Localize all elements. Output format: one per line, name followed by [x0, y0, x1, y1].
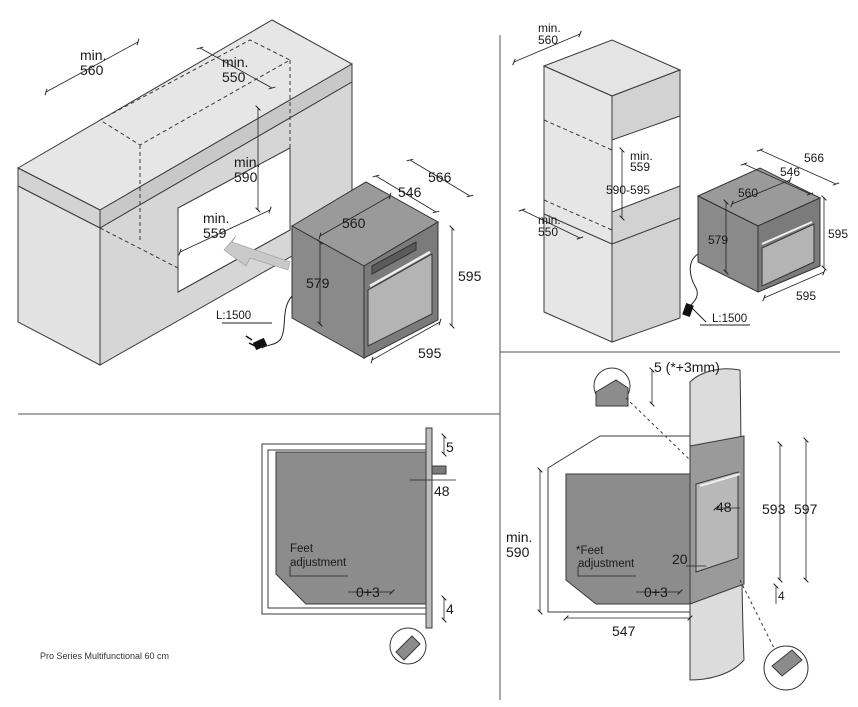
tr-oven-depth-2: 546 — [780, 165, 800, 179]
tr-cable-length: L:1500 — [712, 313, 747, 325]
bl-dimension-lines — [289, 433, 456, 623]
tl-oven-width: 595 — [418, 345, 442, 361]
br-feet-label-2: adjustment — [578, 558, 635, 570]
br-oven-body — [565, 473, 691, 605]
power-cable-right — [689, 253, 750, 326]
br-top-gap: 5 (*+3mm) — [654, 359, 720, 375]
tl-cut-depth-2: 559 — [203, 225, 227, 241]
tl-min-label-2: min. — [222, 54, 248, 70]
tl-cut-width: 560 — [80, 62, 104, 78]
bl-niche-outline — [261, 443, 430, 615]
plug-icon-right — [682, 302, 694, 318]
br-height-1: 593 — [762, 501, 786, 517]
tl-min-label: min. — [80, 47, 106, 63]
tl-dimension-lines — [44, 38, 474, 364]
tl-cut-height: 590 — [234, 169, 258, 185]
br-min-height: 590 — [506, 544, 530, 560]
bl-labels: 5 48 Feet adjustment 0+3 4 — [290, 439, 454, 617]
br-min-label: min. — [506, 529, 532, 545]
tl-min-label-3: min. — [234, 154, 260, 170]
tr-oven-height: 595 — [828, 227, 848, 241]
tr-oven-width: 595 — [796, 289, 816, 303]
tl-oven-inner-height: 579 — [306, 275, 330, 291]
tr-oven-inner-height: 579 — [708, 233, 728, 247]
tr-cut-depth: 559 — [630, 160, 650, 174]
tl-cable-length: L:1500 — [216, 310, 251, 322]
br-offset: 48 — [716, 499, 732, 515]
bl-gap-top: 5 — [446, 439, 454, 455]
br-depth: 547 — [612, 623, 636, 639]
tr-col-width: 560 — [538, 33, 558, 47]
tl-labels: min. 560 min. 550 min. 590 min. 559 566 … — [80, 47, 482, 361]
bl-feet-label-2: adjustment — [290, 557, 347, 569]
tr-oven-inner-width: 560 — [738, 186, 758, 200]
tr-min-label-3: min. — [538, 213, 561, 227]
bl-front-panel — [425, 427, 433, 629]
panel-dividers — [18, 35, 840, 700]
oven-isometric-right — [696, 167, 822, 293]
bl-oven-body — [275, 451, 427, 605]
tr-oven-depth: 566 — [804, 151, 824, 165]
tl-min-label-4: min. — [203, 210, 229, 226]
tr-dimension-lines — [512, 30, 840, 302]
bl-offset: 48 — [434, 483, 450, 499]
tr-min-label-2: min. — [630, 149, 653, 163]
tl-oven-depth: 566 — [428, 169, 452, 185]
bl-feet-range: 0+3 — [356, 584, 380, 600]
bl-gap-bottom: 4 — [446, 601, 454, 617]
model-caption: Pro Series Multifunctional 60 cm — [40, 651, 169, 661]
br-section — [547, 367, 809, 691]
br-feet-range: 0+3 — [644, 584, 668, 600]
tl-cut-depth: 550 — [222, 69, 246, 85]
tl-oven-height: 595 — [458, 268, 482, 284]
tr-labels: min. 560 min. 559 590-595 min. 550 566 5… — [538, 21, 848, 325]
br-gap-bottom: 4 — [778, 589, 785, 603]
tr-min-label: min. — [538, 21, 561, 35]
power-cable — [222, 295, 293, 349]
tl-oven-inner-width: 560 — [342, 215, 366, 231]
tl-oven-depth-2: 546 — [398, 184, 422, 200]
br-gap-20: 20 — [672, 551, 688, 567]
br-dimension-lines — [537, 367, 809, 621]
br-feet-label-1: *Feet — [576, 545, 604, 557]
tall-column — [542, 39, 682, 343]
tr-col-depth: 550 — [538, 225, 558, 239]
bl-feet-label-1: Feet — [290, 543, 314, 555]
br-height-2: 597 — [794, 501, 818, 517]
plug-icon — [245, 335, 268, 351]
br-labels: 5 (*+3mm) min. 590 48 593 597 *Feet adju… — [506, 359, 818, 639]
column-niche — [611, 115, 681, 213]
bl-section — [261, 427, 447, 665]
tr-cut-height: 590-595 — [606, 183, 650, 197]
